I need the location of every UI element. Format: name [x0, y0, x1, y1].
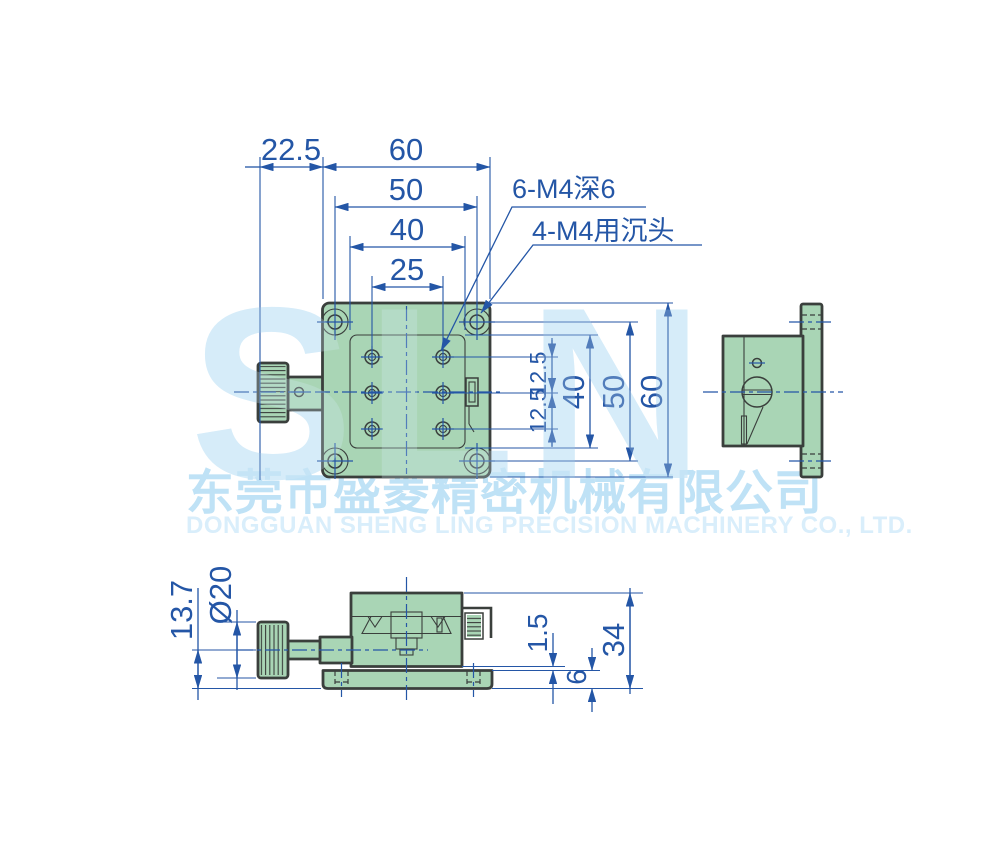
- front-view: [238, 577, 494, 703]
- dim-clearance: 1.5: [522, 614, 553, 653]
- dimensions-front-view: 13.7 Ø20 1.5 6 34: [164, 566, 643, 712]
- side-slot: [740, 415, 748, 445]
- hidden-holes-front: [334, 663, 481, 697]
- brand-watermark-overlay: SLN: [190, 256, 716, 530]
- knurl-texture: [467, 615, 481, 637]
- company-name-en-watermark: DONGGUAN SHENG LING PRECISION MACHINERY …: [186, 512, 913, 539]
- centerlines-front-view: [238, 577, 428, 703]
- dim-width-tapped-cols: 25: [390, 252, 424, 287]
- dim-width-overall: 60: [389, 132, 423, 167]
- dim-width-platform: 40: [390, 212, 424, 247]
- callout-counterbore-holes: 4-M4用沉头: [532, 216, 675, 246]
- dim-width-mount-holes: 50: [389, 172, 423, 207]
- company-name-cn-watermark: 东莞市盛菱精密机械有限公司: [186, 467, 823, 520]
- centerlines-top-view: [234, 306, 502, 474]
- top-view: [234, 301, 502, 479]
- dim-overall-height: 34: [596, 623, 631, 657]
- dim-row-upper: 12.5: [525, 352, 551, 397]
- stage-body-side: [721, 334, 805, 448]
- dimensions-top-vertical: 12.5 12.5 40 50 60: [450, 302, 673, 478]
- dim-height-mount-holes: 50: [596, 375, 631, 409]
- base-plate-front: [321, 669, 494, 690]
- side-view: [703, 302, 843, 479]
- dim-row-lower: 12.5: [525, 389, 551, 434]
- dimensions-top-horizontal: 22.5 60 50 40 25: [245, 132, 491, 480]
- callout-tapped-holes: 6-M4深6: [512, 174, 616, 204]
- dim-height-overall: 60: [634, 375, 669, 409]
- dim-axis-height: 13.7: [164, 580, 199, 640]
- tapped-holes: [361, 346, 454, 440]
- dim-height-platform: 40: [556, 375, 591, 409]
- clamp-thumbscrew-front: [461, 606, 493, 640]
- callouts-top-view: 6-M4深6 4-M4用沉头: [440, 174, 702, 352]
- dim-knob-diameter: Ø20: [203, 566, 238, 625]
- hidden-holes-side: [789, 314, 835, 469]
- dim-base-thickness: 6: [561, 669, 592, 685]
- dim-knob-offset: 22.5: [261, 132, 321, 167]
